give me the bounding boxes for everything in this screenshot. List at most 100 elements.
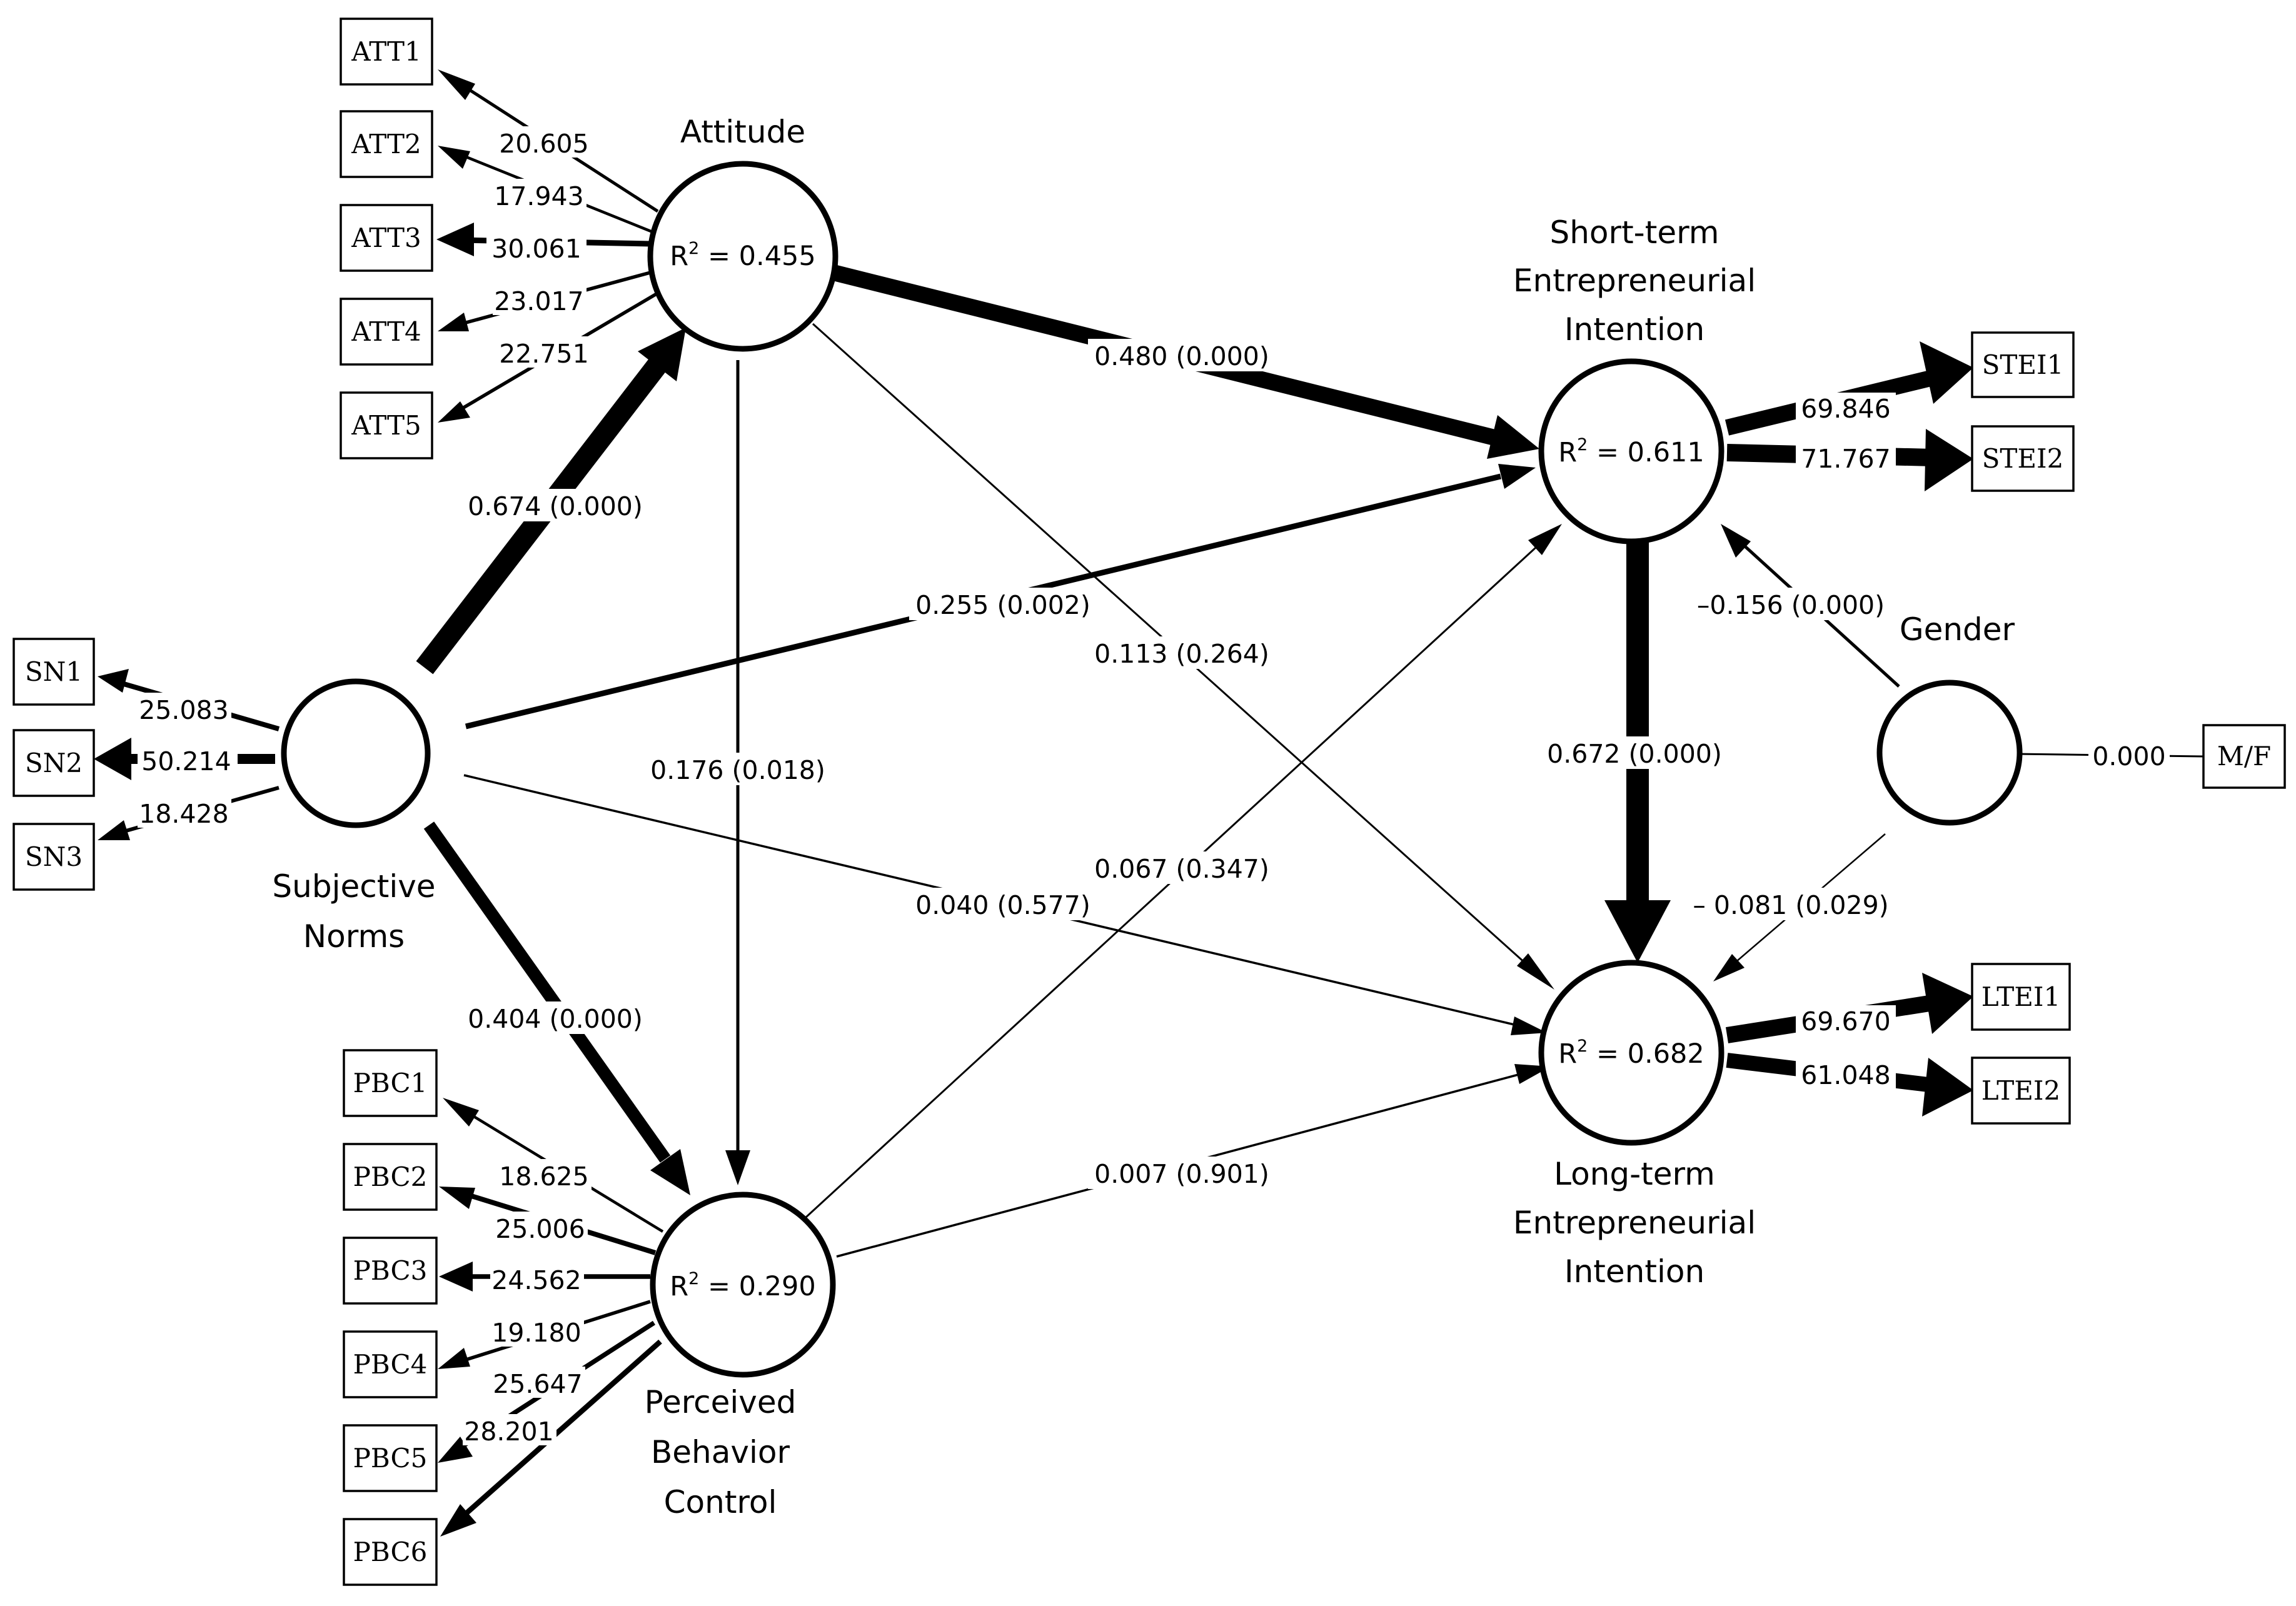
loading-ltei2-arrowhead xyxy=(1922,1058,1973,1117)
path-gender-stei-arrowhead xyxy=(1721,524,1751,558)
svg-text:25.083: 25.083 xyxy=(139,695,228,725)
loading-pbc5-label: 25.647 xyxy=(491,1367,585,1399)
path-pbc-stei-arrowhead xyxy=(1528,524,1562,555)
svg-text:ATT3: ATT3 xyxy=(351,223,421,253)
indicator-mf: M/F xyxy=(2202,724,2286,789)
loading-att1-label: 20.605 xyxy=(498,126,592,159)
svg-text:SN3: SN3 xyxy=(25,841,83,872)
loading-att5-label: 22.751 xyxy=(498,336,592,369)
svg-text:22.751: 22.751 xyxy=(499,339,588,369)
loading-ltei2-label: 61.048 xyxy=(1796,1059,1896,1090)
loading-att1-arrowhead xyxy=(438,69,475,100)
svg-text:0.000: 0.000 xyxy=(2092,741,2165,771)
svg-text:0.040 (0.577): 0.040 (0.577) xyxy=(915,890,1090,920)
loading-pbc6-label: 28.201 xyxy=(463,1414,556,1447)
loading-stei2-arrowhead xyxy=(1925,429,1973,491)
path-stei-ltei-arrowhead xyxy=(1604,900,1671,963)
indicator-stei2: STEI2 xyxy=(1971,425,2075,492)
loading-att3-label: 30.061 xyxy=(486,231,587,264)
construct-pbc-name-line1: Perceived xyxy=(645,1384,797,1420)
loading-att4-label: 23.017 xyxy=(493,284,587,316)
path-sn-ltei-arrowhead xyxy=(1511,1016,1547,1035)
svg-text:0.176 (0.018): 0.176 (0.018) xyxy=(650,755,825,785)
svg-text:69.670: 69.670 xyxy=(1801,1006,1890,1036)
path-att-pbc-arrowhead xyxy=(725,1150,750,1185)
indicator-stei1: STEI1 xyxy=(1971,331,2075,398)
svg-text:ATT5: ATT5 xyxy=(351,410,421,441)
construct-ltei: R2 = 0.682 Long-term Entrepreneurial Int… xyxy=(1513,960,1756,1290)
loading-sn1-arrowhead xyxy=(98,669,129,693)
path-att-ltei-label: 0.113 (0.264) xyxy=(1088,636,1276,669)
svg-text:0.255 (0.002): 0.255 (0.002) xyxy=(915,590,1090,620)
indicator-pbc1: PBC1 xyxy=(343,1049,438,1117)
loading-pbc2-arrowhead xyxy=(439,1187,475,1209)
loading-ltei1-label: 69.670 xyxy=(1796,1005,1896,1036)
svg-text:0.113 (0.264): 0.113 (0.264) xyxy=(1094,639,1269,669)
svg-text:SN1: SN1 xyxy=(25,656,83,687)
svg-text:0.404 (0.000): 0.404 (0.000) xyxy=(468,1004,643,1034)
path-pbc-ltei-label: 0.007 (0.901) xyxy=(1088,1157,1276,1189)
svg-text:PBC3: PBC3 xyxy=(353,1255,428,1286)
path-sn-pbc-arrowhead xyxy=(650,1149,690,1195)
loading-pbc6-arrowhead xyxy=(440,1504,476,1537)
path-att-stei-arrowhead xyxy=(1487,415,1539,459)
path-att-pbc-label: 0.176 (0.018) xyxy=(644,753,832,785)
path-gender-stei-label: –0.156 (0.000) xyxy=(1688,588,1892,620)
construct-subjective-norms-name-line2: Norms xyxy=(303,918,405,955)
construct-stei: R2 = 0.611 Short-term Entrepreneurial In… xyxy=(1513,214,1756,545)
loading-att2-arrowhead xyxy=(438,146,470,169)
indicator-pbc6: PBC6 xyxy=(343,1518,438,1586)
indicator-att2: ATT2 xyxy=(340,110,433,178)
svg-text:25.006: 25.006 xyxy=(495,1214,585,1244)
loading-att3-arrowhead xyxy=(436,223,474,256)
indicator-att4: ATT4 xyxy=(340,298,433,366)
loading-pbc3-label: 24.562 xyxy=(490,1263,584,1295)
loading-att5-arrowhead xyxy=(438,401,470,423)
path-att-ltei-arrowhead-tip xyxy=(1517,953,1554,990)
loading-stei2-label: 71.767 xyxy=(1796,443,1896,474)
construct-pbc-r2: R2 = 0.290 xyxy=(670,1269,816,1302)
path-gender-ltei-label: – 0.081 (0.029) xyxy=(1688,888,1895,920)
svg-text:61.048: 61.048 xyxy=(1801,1060,1890,1090)
construct-pbc-name-line2: Behavior xyxy=(651,1434,790,1470)
construct-gender: Gender xyxy=(1876,611,2023,826)
svg-text:25.647: 25.647 xyxy=(493,1369,582,1399)
path-att-stei-label: 0.480 (0.000) xyxy=(1088,339,1276,371)
indicator-pbc2: PBC2 xyxy=(343,1143,438,1211)
construct-pbc-name-line3: Control xyxy=(664,1484,777,1520)
svg-text:0.007 (0.901): 0.007 (0.901) xyxy=(1094,1159,1269,1189)
svg-text:PBC4: PBC4 xyxy=(353,1349,428,1380)
loading-sn1-label: 25.083 xyxy=(138,693,231,725)
path-sn-att-label: 0.674 (0.000) xyxy=(463,489,650,521)
svg-text:0.674 (0.000): 0.674 (0.000) xyxy=(468,491,643,521)
indicator-ltei1: LTEI1 xyxy=(1971,963,2071,1031)
svg-text:18.625: 18.625 xyxy=(499,1162,588,1192)
svg-text:–0.156 (0.000): –0.156 (0.000) xyxy=(1697,590,1885,620)
svg-text:PBC2: PBC2 xyxy=(353,1162,428,1192)
svg-text:19.180: 19.180 xyxy=(491,1318,581,1348)
loading-pbc6-line xyxy=(462,1339,662,1518)
construct-pbc: R2 = 0.290 Perceived Behavior Control xyxy=(645,1192,836,1520)
structural-paths xyxy=(416,264,1900,1258)
loading-att4-arrowhead xyxy=(438,313,469,331)
loading-pbc4-label: 19.180 xyxy=(490,1315,584,1348)
construct-stei-name-line1: Short-term xyxy=(1550,214,1719,251)
loading-pbc2-label: 25.006 xyxy=(494,1212,588,1244)
svg-text:0.067 (0.347): 0.067 (0.347) xyxy=(1094,854,1269,884)
construct-stei-name-line3: Intention xyxy=(1564,311,1704,348)
loading-att2-label: 17.943 xyxy=(493,179,587,211)
indicator-att1: ATT1 xyxy=(340,18,433,86)
indicator-pbc5: PBC5 xyxy=(343,1424,438,1492)
svg-text:ATT4: ATT4 xyxy=(351,316,421,347)
indicator-boxes: ATT1 ATT2 ATT3 ATT4 ATT5 SN1 SN2 SN3 PBC… xyxy=(13,18,2286,1586)
loading-pbc1-arrowhead xyxy=(443,1098,479,1127)
indicator-att5: ATT5 xyxy=(340,391,433,459)
path-sn-stei-arrowhead xyxy=(1498,464,1536,489)
loading-mf-label: 0.000 xyxy=(2088,740,2170,771)
path-sn-stei-label: 0.255 (0.002) xyxy=(909,588,1097,620)
construct-stei-r2: R2 = 0.611 xyxy=(1558,435,1704,468)
svg-text:69.846: 69.846 xyxy=(1801,394,1890,424)
construct-subjective-norms: Subjective Norms xyxy=(272,678,436,955)
svg-text:17.943: 17.943 xyxy=(494,181,583,211)
